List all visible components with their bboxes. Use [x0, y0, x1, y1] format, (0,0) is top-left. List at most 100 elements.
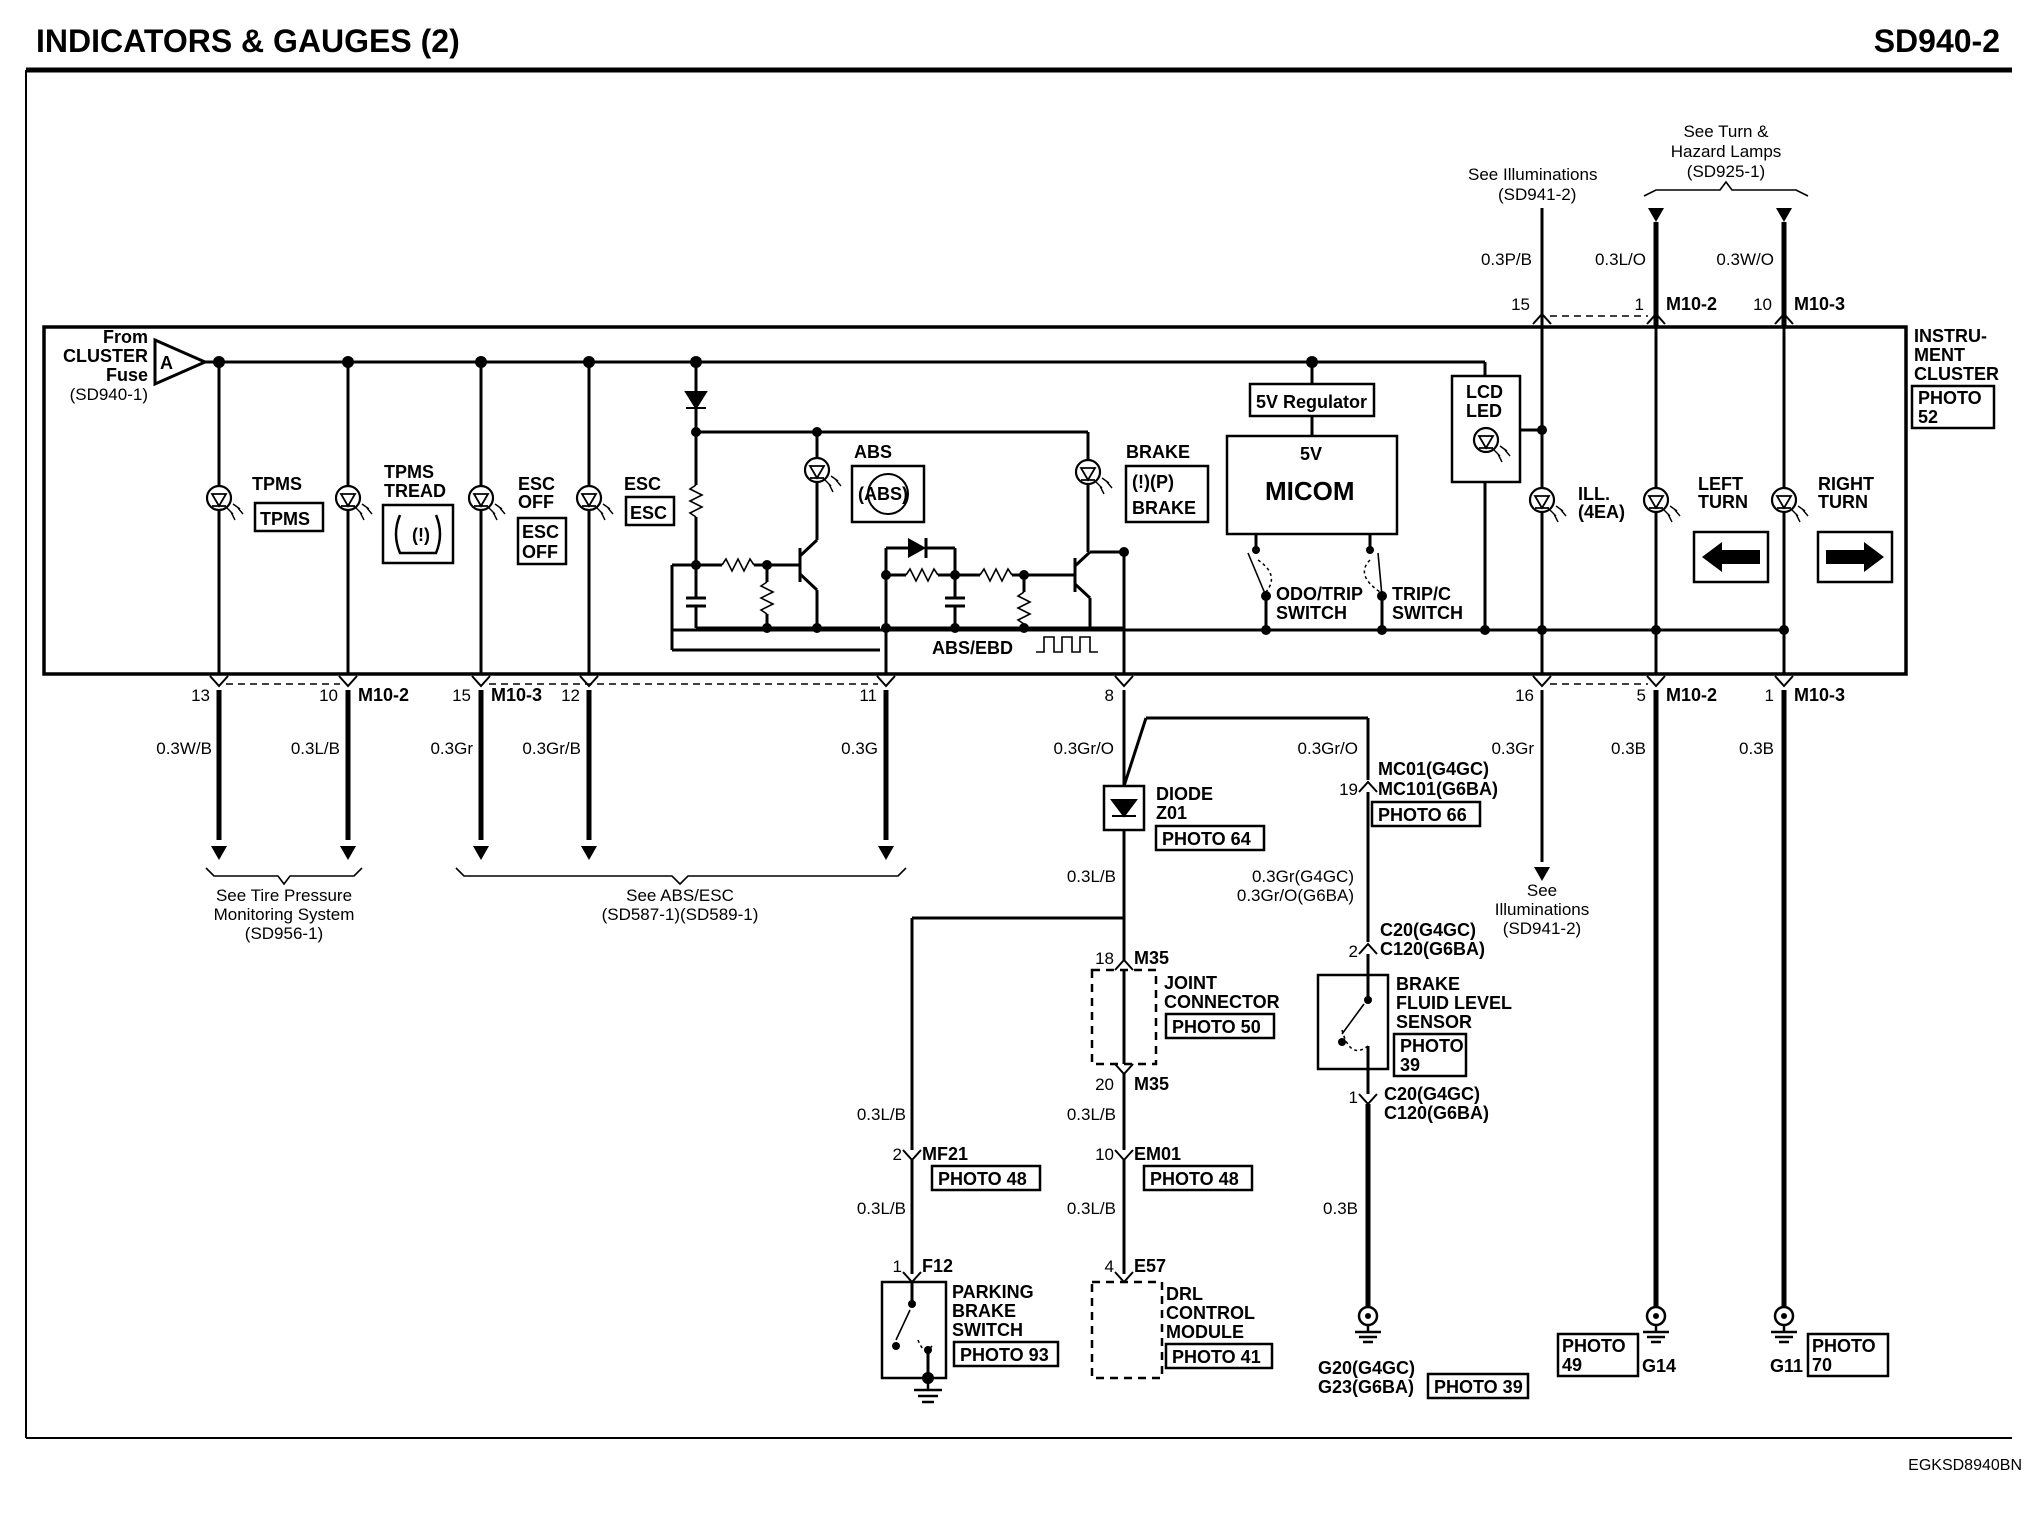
svg-text:0.3W/B: 0.3W/B	[156, 739, 212, 758]
left-arrow-icon	[1702, 542, 1760, 572]
svg-text:F12: F12	[922, 1256, 953, 1276]
svg-text:BRAKE: BRAKE	[952, 1301, 1016, 1321]
ground-g14: PHOTO 49 G14	[1556, 1305, 1676, 1378]
svg-text:PHOTO 48: PHOTO 48	[938, 1169, 1027, 1189]
svg-text:PHOTO 41: PHOTO 41	[1172, 1347, 1261, 1367]
svg-text:0.3Gr: 0.3Gr	[1491, 739, 1534, 758]
svg-text:PHOTO 48: PHOTO 48	[1150, 1169, 1239, 1189]
svg-text:18: 18	[1095, 949, 1114, 968]
svg-text:Z01: Z01	[1156, 803, 1187, 823]
svg-text:1: 1	[1635, 295, 1644, 314]
svg-text:G23(G6BA): G23(G6BA)	[1318, 1377, 1414, 1397]
svg-text:ABS/EBD: ABS/EBD	[932, 638, 1013, 658]
left-turn-indicator: LEFT TURN	[1642, 327, 1770, 674]
svg-text:16: 16	[1515, 686, 1534, 705]
svg-text:(SD940-1): (SD940-1)	[70, 385, 148, 404]
svg-text:See Illuminations: See Illuminations	[1468, 165, 1597, 184]
svg-text:C120(G6BA): C120(G6BA)	[1384, 1103, 1489, 1123]
svg-text:PHOTO: PHOTO	[1812, 1336, 1876, 1356]
svg-text:M10-2: M10-2	[1666, 294, 1717, 314]
svg-text:ILL.: ILL.	[1578, 484, 1610, 504]
svg-text:From: From	[103, 327, 148, 347]
svg-text:0.3W/O: 0.3W/O	[1716, 250, 1774, 269]
svg-text:RIGHT: RIGHT	[1818, 474, 1874, 494]
svg-text:ESC: ESC	[522, 522, 559, 542]
svg-text:TREAD: TREAD	[384, 481, 446, 501]
cluster-fuse-source: From CLUSTER Fuse (SD940-1) A	[63, 327, 209, 404]
svg-text:4: 4	[1105, 1257, 1114, 1276]
svg-text:PHOTO: PHOTO	[1918, 388, 1982, 408]
svg-text:A: A	[160, 353, 173, 373]
svg-text:(SD956-1): (SD956-1)	[245, 924, 323, 943]
svg-text:0.3Gr/O(G6BA): 0.3Gr/O(G6BA)	[1237, 886, 1354, 905]
svg-text:0.3Gr: 0.3Gr	[430, 739, 473, 758]
svg-text:PHOTO 93: PHOTO 93	[960, 1345, 1049, 1365]
svg-text:DIODE: DIODE	[1156, 784, 1213, 804]
svg-text:10: 10	[1095, 1145, 1114, 1164]
svg-text:See Tire Pressure: See Tire Pressure	[216, 886, 352, 905]
svg-text:0.3G: 0.3G	[841, 739, 878, 758]
svg-text:52: 52	[1918, 407, 1938, 427]
svg-text:MENT: MENT	[1914, 345, 1965, 365]
svg-text:20: 20	[1095, 1075, 1114, 1094]
svg-text:0.3Gr/B: 0.3Gr/B	[522, 739, 581, 758]
svg-text:PHOTO 66: PHOTO 66	[1378, 805, 1467, 825]
svg-text:G14: G14	[1642, 1356, 1676, 1376]
svg-text:Illuminations: Illuminations	[1495, 900, 1590, 919]
svg-text:0.3B: 0.3B	[1739, 739, 1774, 758]
bus-junction	[1480, 625, 1490, 635]
abs-brake-driver-circuit: ABS (ABS)	[670, 362, 1210, 674]
tpms-indicator: TPMS TPMS	[205, 362, 325, 674]
right-arrow-icon	[1826, 542, 1884, 572]
svg-text:1: 1	[893, 1257, 902, 1276]
svg-text:(SD925-1): (SD925-1)	[1687, 162, 1765, 181]
svg-text:FLUID LEVEL: FLUID LEVEL	[1396, 993, 1512, 1013]
svg-text:TPMS: TPMS	[252, 474, 302, 494]
svg-text:15: 15	[1511, 295, 1530, 314]
svg-text:19: 19	[1339, 780, 1358, 799]
svg-text:0.3B: 0.3B	[1611, 739, 1646, 758]
micom-block: 5V Regulator 5V MICOM	[1225, 362, 1399, 554]
svg-text:CONTROL: CONTROL	[1166, 1303, 1255, 1323]
svg-text:PARKING: PARKING	[952, 1282, 1034, 1302]
svg-text:INSTRU-: INSTRU-	[1914, 326, 1987, 346]
svg-text:M10-3: M10-3	[1794, 685, 1845, 705]
lcd-led: LCD LED	[1450, 374, 1542, 484]
svg-text:PHOTO: PHOTO	[1400, 1036, 1464, 1056]
svg-text:See: See	[1527, 881, 1557, 900]
page-title: INDICATORS & GAUGES (2)	[36, 23, 460, 59]
svg-text:Monitoring System: Monitoring System	[214, 905, 355, 924]
svg-text:(!)(P): (!)(P)	[1132, 472, 1174, 492]
svg-text:TURN: TURN	[1818, 492, 1868, 512]
svg-text:49: 49	[1562, 1355, 1582, 1375]
svg-text:0.3L/B: 0.3L/B	[857, 1105, 906, 1124]
right-turn-indicator: RIGHT TURN	[1770, 327, 1894, 674]
svg-text:0.3L/B: 0.3L/B	[857, 1199, 906, 1218]
svg-text:M10-3: M10-3	[491, 685, 542, 705]
svg-text:12: 12	[561, 686, 580, 705]
svg-text:SWITCH: SWITCH	[952, 1320, 1023, 1340]
svg-text:PHOTO 50: PHOTO 50	[1172, 1017, 1261, 1037]
svg-text:ABS: ABS	[854, 442, 892, 462]
svg-text:39: 39	[1400, 1055, 1420, 1075]
svg-text:15: 15	[452, 686, 471, 705]
svg-text:0.3Gr/O: 0.3Gr/O	[1298, 739, 1358, 758]
trip-c-switch: TRIP/C SWITCH	[1363, 552, 1463, 635]
svg-text:(4EA): (4EA)	[1578, 502, 1625, 522]
svg-text:See Turn &: See Turn &	[1683, 122, 1769, 141]
svg-text:SENSOR: SENSOR	[1396, 1012, 1472, 1032]
svg-text:OFF: OFF	[518, 492, 554, 512]
svg-text:C20(G4GC): C20(G4GC)	[1384, 1084, 1480, 1104]
svg-text:0.3L/B: 0.3L/B	[1067, 867, 1116, 886]
svg-text:5: 5	[1637, 686, 1646, 705]
tpms-tread-indicator: TPMS TREAD (!)	[334, 362, 455, 674]
top-harness: See Illuminations (SD941-2) 0.3P/B 15 Se…	[1468, 122, 1845, 327]
ground-g11: G11 PHOTO 70	[1769, 1305, 1890, 1378]
svg-text:M10-3: M10-3	[1794, 294, 1845, 314]
joint-connector: 18 M35 JOINT CONNECTOR PHOTO 50 20 M35	[910, 916, 1280, 1150]
svg-text:ODO/TRIP: ODO/TRIP	[1276, 584, 1363, 604]
svg-text:TPMS: TPMS	[384, 462, 434, 482]
svg-text:PHOTO 64: PHOTO 64	[1162, 829, 1251, 849]
svg-text:11: 11	[859, 686, 877, 705]
